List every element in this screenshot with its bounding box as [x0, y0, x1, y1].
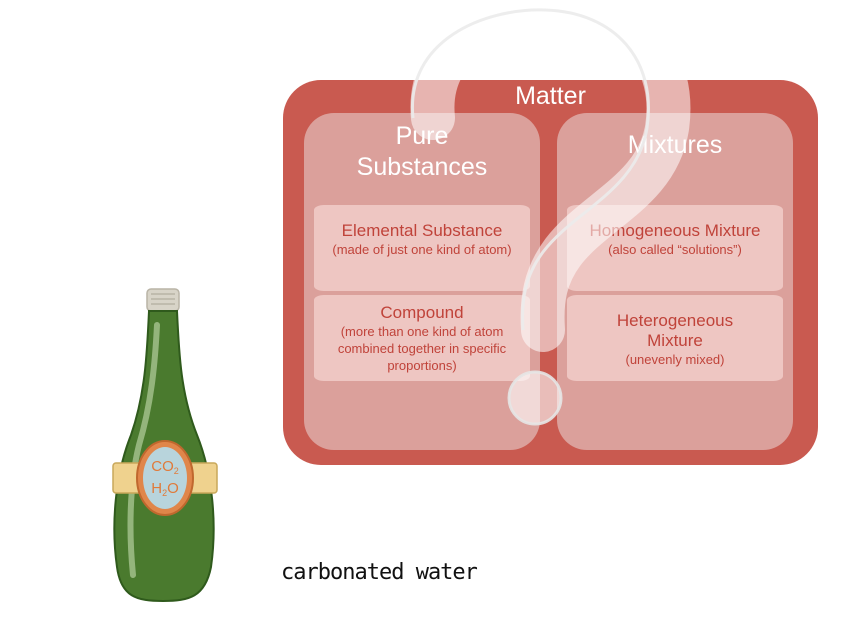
heterogeneous-mixture-card: Heterogeneous Mixture (unevenly mixed) [567, 295, 783, 381]
bottle-label-inner [143, 447, 187, 509]
pure-substances-panel: Pure Substances Elemental Substance (mad… [304, 113, 540, 450]
heterogeneous-mixture-name: Heterogeneous Mixture [616, 311, 734, 350]
elemental-substance-card: Elemental Substance (made of just one ki… [314, 205, 530, 291]
bottle-caption: carbonated water [281, 560, 478, 585]
bottle-cap [146, 288, 180, 312]
elemental-substance-name: Elemental Substance [341, 221, 503, 240]
bottle-illustration: CO2 H2O [112, 288, 218, 603]
heterogeneous-mixture-desc: (unevenly mixed) [625, 352, 725, 367]
matter-box: Matter Pure Substances Elemental Substan… [283, 80, 818, 465]
label-co2: CO2 [151, 458, 179, 476]
elemental-substance-desc: (made of just one kind of atom) [332, 242, 512, 257]
homogeneous-mixture-desc: (also called “solutions”) [608, 242, 742, 257]
compound-desc: (more than one kind of atom combined tog… [337, 324, 507, 373]
mixtures-panel: Mixtures Homogeneous Mixture (also calle… [557, 113, 793, 450]
matter-title: Matter [515, 82, 586, 110]
homogeneous-mixture-card: Homogeneous Mixture (also called “soluti… [567, 205, 783, 291]
homogeneous-mixture-name: Homogeneous Mixture [589, 221, 761, 240]
label-h2o: H2O [151, 480, 179, 498]
compound-name: Compound [380, 303, 464, 322]
pure-substances-title: Pure Substances [356, 122, 488, 181]
compound-card: Compound (more than one kind of atom com… [314, 295, 530, 381]
mixtures-title: Mixtures [627, 131, 723, 159]
